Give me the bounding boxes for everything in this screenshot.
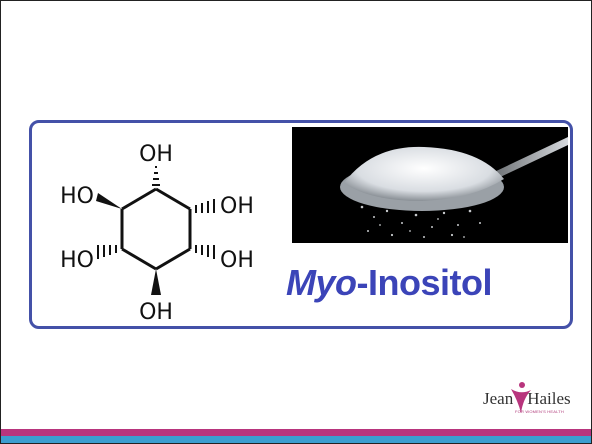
dancing-figure-icon: [511, 382, 531, 413]
powder-spoon-photo: [292, 127, 568, 243]
logo-tagline: FOR WOMEN'S HEALTH: [515, 409, 564, 414]
bar-magenta: [1, 429, 591, 436]
logo-name-left: Jean: [483, 389, 514, 408]
hashed-bonds: [97, 166, 215, 259]
logo-wordmark: Jean Hailes: [483, 389, 571, 409]
label-top-right-oh: OH: [220, 194, 254, 219]
wedge-bonds: [96, 193, 161, 295]
label-bottom-left-ho: HO: [60, 248, 94, 273]
jean-hailes-logo: Jean Hailes FOR WOMEN'S HEALTH: [477, 381, 571, 419]
myo-inositol-structure-diagram: OH HO OH HO OH OH: [60, 142, 254, 325]
title-card: OH HO OH HO OH OH: [29, 120, 573, 329]
label-bottom-right-oh: OH: [220, 248, 254, 273]
title-suffix: -Inositol: [356, 262, 493, 303]
cyclohexane-ring: [120, 187, 192, 271]
logo-name-right: Hailes: [527, 389, 571, 408]
label-top-left-ho: HO: [60, 184, 94, 209]
label-top-oh: OH: [139, 142, 173, 167]
bar-blue: [1, 436, 591, 443]
spoon-of-powder-icon: [340, 137, 568, 238]
label-bottom-oh: OH: [139, 300, 173, 325]
bottom-color-bar: [1, 429, 591, 443]
slide-title: Myo-Inositol: [286, 255, 570, 311]
title-prefix: Myo: [286, 262, 357, 303]
